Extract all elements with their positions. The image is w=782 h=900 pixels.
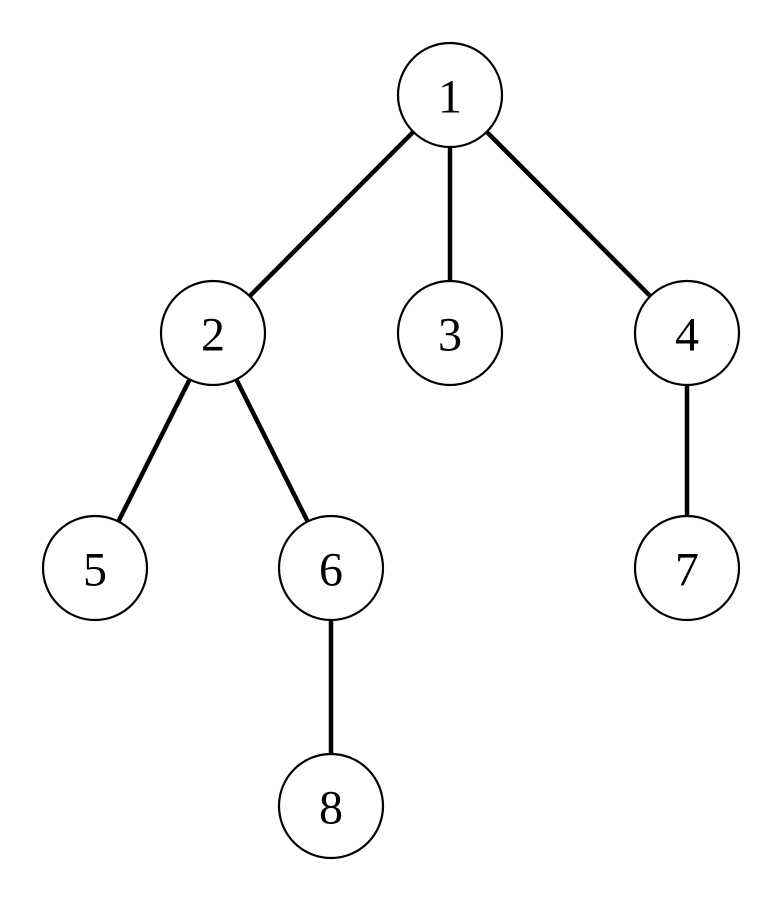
- node-circle-2: [159, 279, 267, 387]
- node-label-6: 6: [319, 544, 343, 597]
- node-label-8: 8: [319, 782, 343, 835]
- edge-1-2: [248, 130, 415, 298]
- tree-node-4: 4: [633, 279, 741, 387]
- node-circle-5: [41, 514, 149, 622]
- tree-node-5: 5: [41, 514, 149, 622]
- node-circle-4: [633, 279, 741, 387]
- node-label-2: 2: [201, 309, 225, 362]
- edge-2-6: [234, 378, 310, 523]
- node-circle-7: [633, 514, 741, 622]
- tree-node-6: 6: [277, 514, 385, 622]
- node-label-5: 5: [83, 544, 107, 597]
- tree-node-2: 2: [159, 279, 267, 387]
- edge-2-5: [116, 378, 192, 523]
- edges-layer: [116, 130, 690, 754]
- node-label-7: 7: [675, 544, 699, 597]
- tree-node-7: 7: [633, 514, 741, 622]
- tree-node-3: 3: [396, 279, 504, 387]
- node-label-1: 1: [438, 71, 462, 124]
- edge-1-4: [485, 130, 652, 298]
- node-circle-1: [396, 41, 504, 149]
- nodes-layer: 1 2 3 4 5 6 7 8: [41, 41, 741, 860]
- tree-node-1: 1: [396, 41, 504, 149]
- node-circle-3: [396, 279, 504, 387]
- node-label-3: 3: [438, 309, 462, 362]
- node-circle-6: [277, 514, 385, 622]
- tree-node-8: 8: [277, 752, 385, 860]
- node-label-4: 4: [675, 309, 699, 362]
- node-circle-8: [277, 752, 385, 860]
